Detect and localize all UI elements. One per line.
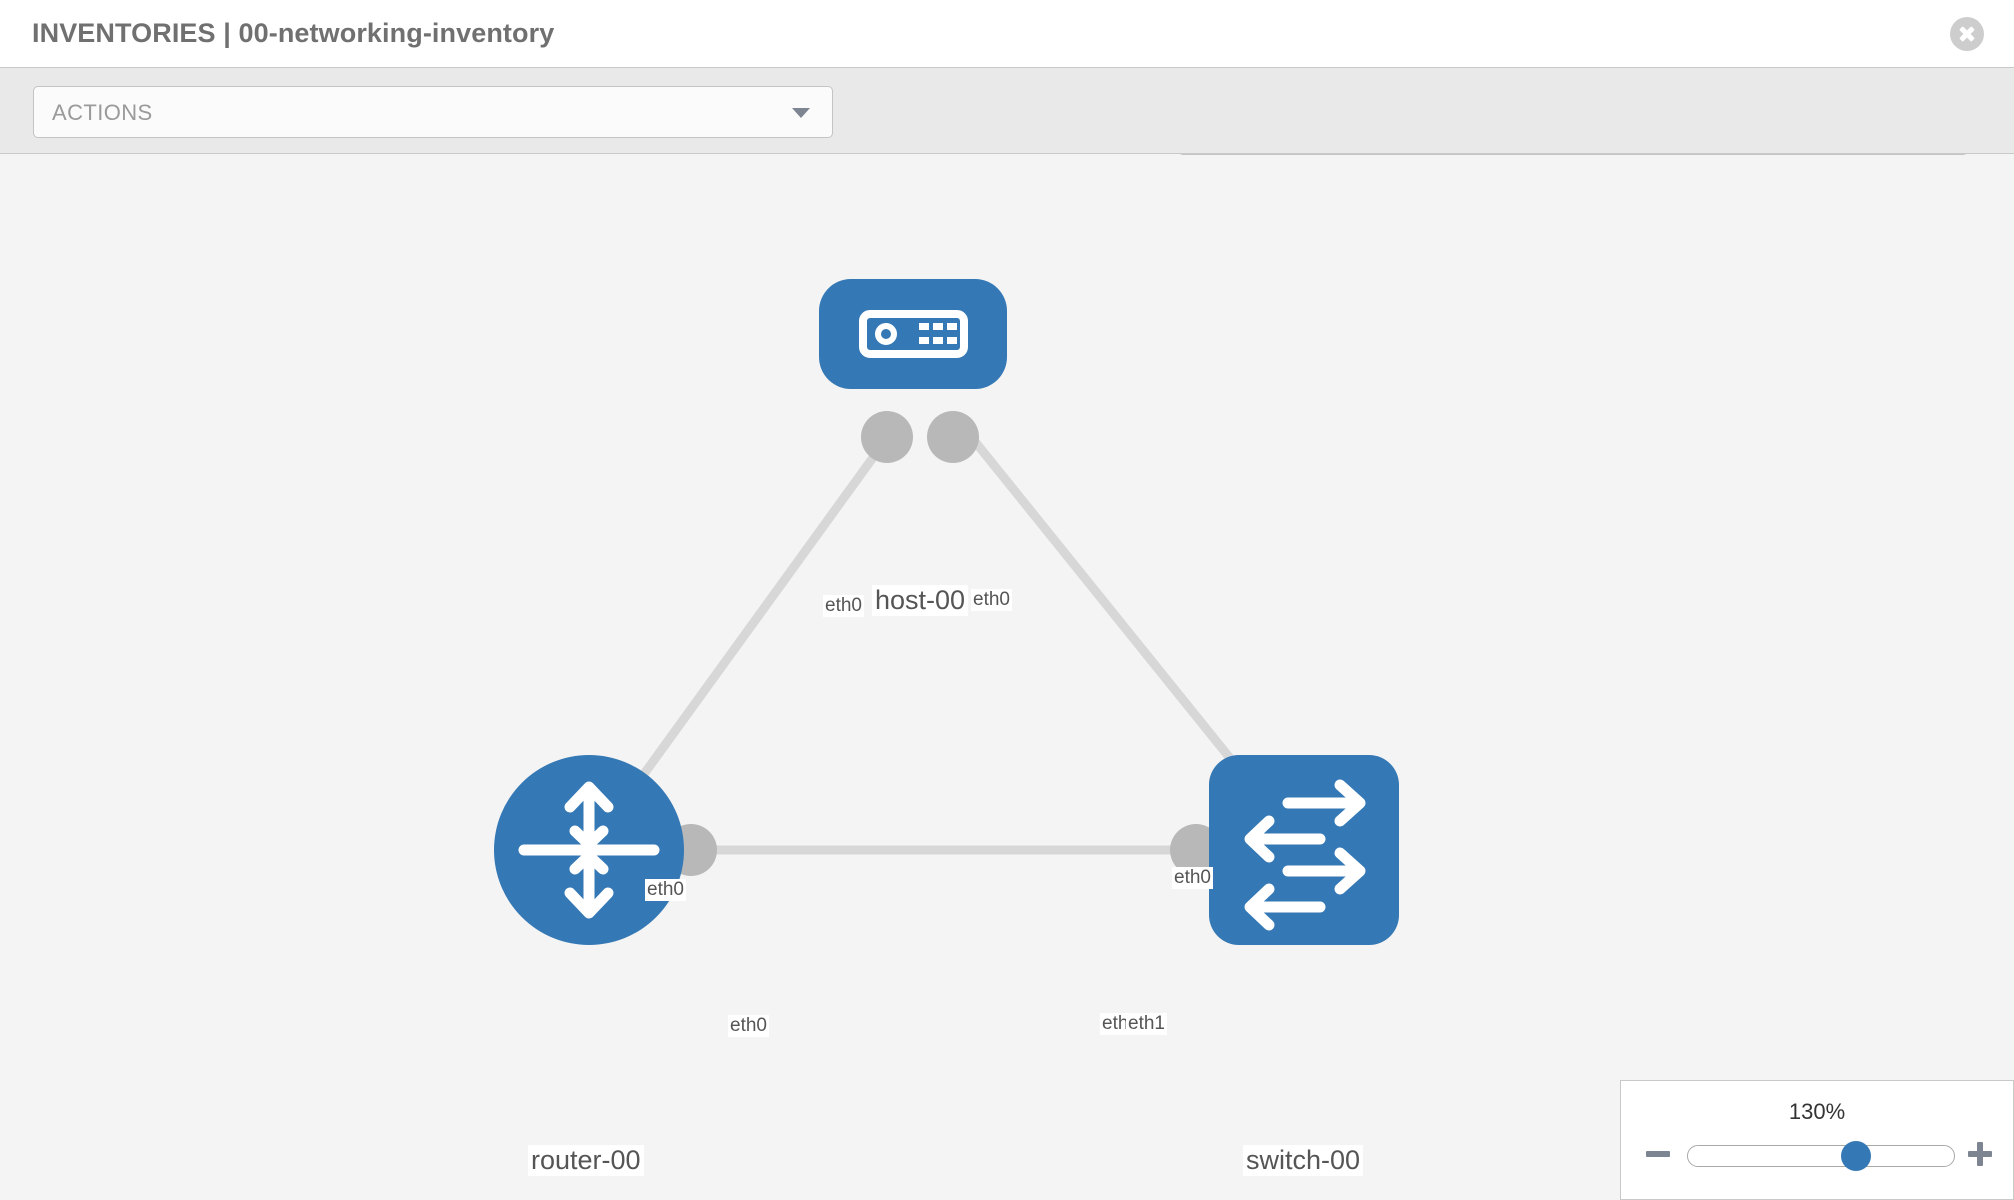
- server-icon: [859, 310, 968, 358]
- zoom-slider-row: [1621, 1137, 2013, 1171]
- node-router-00[interactable]: [494, 755, 684, 945]
- iface-label-switch-eth0-up: eth0: [1172, 867, 1213, 889]
- iface-label-router-eth0: eth0: [728, 1015, 769, 1037]
- topology-links: [585, 420, 1308, 855]
- port-host-eth0-left[interactable]: [861, 411, 913, 463]
- iface-label-host-eth0-right: eth0: [971, 589, 1012, 611]
- topology-ports: [665, 411, 1261, 876]
- chevron-down-icon: [792, 108, 810, 118]
- node-switch-00[interactable]: [1209, 755, 1399, 945]
- toolbar: ACTIONS SEARCH: [0, 68, 2014, 206]
- node-label-host-00: host-00: [872, 585, 969, 617]
- zoom-level-label: 130%: [1788, 1099, 1846, 1124]
- actions-dropdown-label: ACTIONS: [52, 100, 153, 125]
- topology-canvas[interactable]: eth0 eth0 eth0 eth0 eth0 eth1 eth0 host-…: [0, 155, 2014, 1200]
- iface-label-switch-eth1: eth1: [1126, 1013, 1167, 1035]
- topology-graph: [494, 279, 1399, 945]
- minus-icon[interactable]: [1643, 1137, 1673, 1171]
- plus-icon[interactable]: [1965, 1137, 1995, 1171]
- zoom-slider-handle[interactable]: [1840, 1141, 1871, 1171]
- window-header: INVENTORIES | 00-networking-inventory: [0, 0, 2014, 68]
- port-host-eth0-right[interactable]: [927, 411, 979, 463]
- iface-label-router-eth0-up: eth0: [645, 879, 686, 901]
- router-arrows-icon: [518, 781, 660, 919]
- zoom-control-panel: 130%: [1620, 1080, 2014, 1200]
- switch-arrows-icon: [1244, 779, 1366, 931]
- close-icon[interactable]: [1950, 17, 1984, 51]
- page-title: INVENTORIES | 00-networking-inventory: [32, 18, 555, 48]
- zoom-slider-track[interactable]: [1687, 1141, 1955, 1171]
- iface-label-host-eth0-left: eth0: [823, 595, 864, 617]
- node-label-router-00: router-00: [528, 1145, 644, 1177]
- actions-dropdown[interactable]: ACTIONS: [33, 86, 833, 138]
- node-host-00[interactable]: [819, 279, 1007, 389]
- node-label-switch-00: switch-00: [1243, 1145, 1364, 1177]
